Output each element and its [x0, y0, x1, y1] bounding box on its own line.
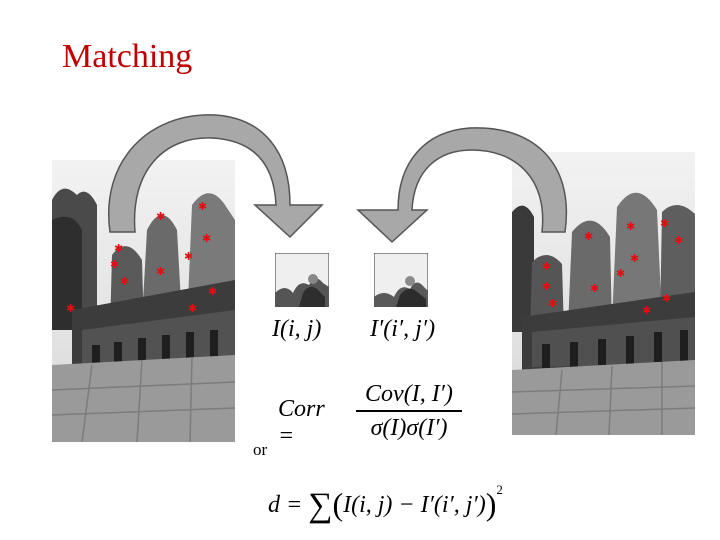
svg-text:✱: ✱: [114, 242, 123, 255]
svg-text:✱: ✱: [590, 282, 599, 295]
svg-text:✱: ✱: [542, 260, 551, 273]
svg-text:✱: ✱: [184, 250, 193, 263]
svg-text:✱: ✱: [584, 230, 593, 243]
svg-text:✱: ✱: [202, 232, 211, 245]
corr-numerator: Cov(I, I′): [365, 381, 453, 407]
corr-fraction: Cov(I, I′) σ(I)σ(I′): [356, 380, 462, 442]
slide-title: Matching: [62, 38, 193, 75]
patch-right-label: I′(i′, j′): [370, 316, 436, 342]
fraction-bar: [356, 410, 462, 412]
or-text: or: [253, 440, 268, 459]
corr-lhs: Corr =: [278, 396, 325, 449]
svg-text:✱: ✱: [642, 304, 651, 317]
svg-text:✱: ✱: [626, 220, 635, 233]
svg-text:✱: ✱: [198, 200, 207, 213]
red-star-icon: ✱✱✱ ✱✱✱ ✱✱✱ ✱✱: [66, 200, 217, 315]
svg-text:✱: ✱: [120, 275, 129, 288]
left-photo: ✱✱✱ ✱✱✱ ✱✱✱ ✱✱: [52, 160, 235, 442]
dist-lhs: d =: [268, 492, 303, 518]
dist-body: I(i, j) − I′(i′, j′): [343, 492, 486, 518]
svg-text:✱: ✱: [66, 302, 75, 315]
svg-text:✱: ✱: [110, 258, 119, 271]
svg-text:✱: ✱: [548, 297, 557, 310]
patch-left-label: I(i, j): [272, 316, 322, 342]
svg-text:✱: ✱: [208, 285, 217, 298]
red-star-icon: ✱ ✱ ✱ ✱ ✱ ✱ ✱ ✱ ✱ ✱ ✱ ✱: [542, 217, 683, 317]
open-paren: (: [332, 486, 344, 522]
patch-left: [275, 253, 329, 307]
distance-formula: d = ∑(I(i, j) − I′(i′, j′))2: [268, 482, 503, 525]
sum-sigma: ∑: [308, 487, 333, 524]
svg-text:✱: ✱: [630, 252, 639, 265]
svg-text:✱: ✱: [156, 265, 165, 278]
close-paren: ): [485, 486, 497, 522]
svg-text:✱: ✱: [662, 292, 671, 305]
svg-text:✱: ✱: [156, 210, 165, 223]
svg-text:✱: ✱: [188, 302, 197, 315]
svg-text:✱: ✱: [542, 280, 551, 293]
svg-text:✱: ✱: [660, 217, 669, 230]
svg-text:✱: ✱: [616, 267, 625, 280]
corr-denominator: σ(I)σ(I′): [370, 414, 448, 441]
patch-right: [374, 253, 428, 307]
svg-text:✱: ✱: [674, 234, 683, 247]
dist-exponent: 2: [496, 482, 503, 497]
